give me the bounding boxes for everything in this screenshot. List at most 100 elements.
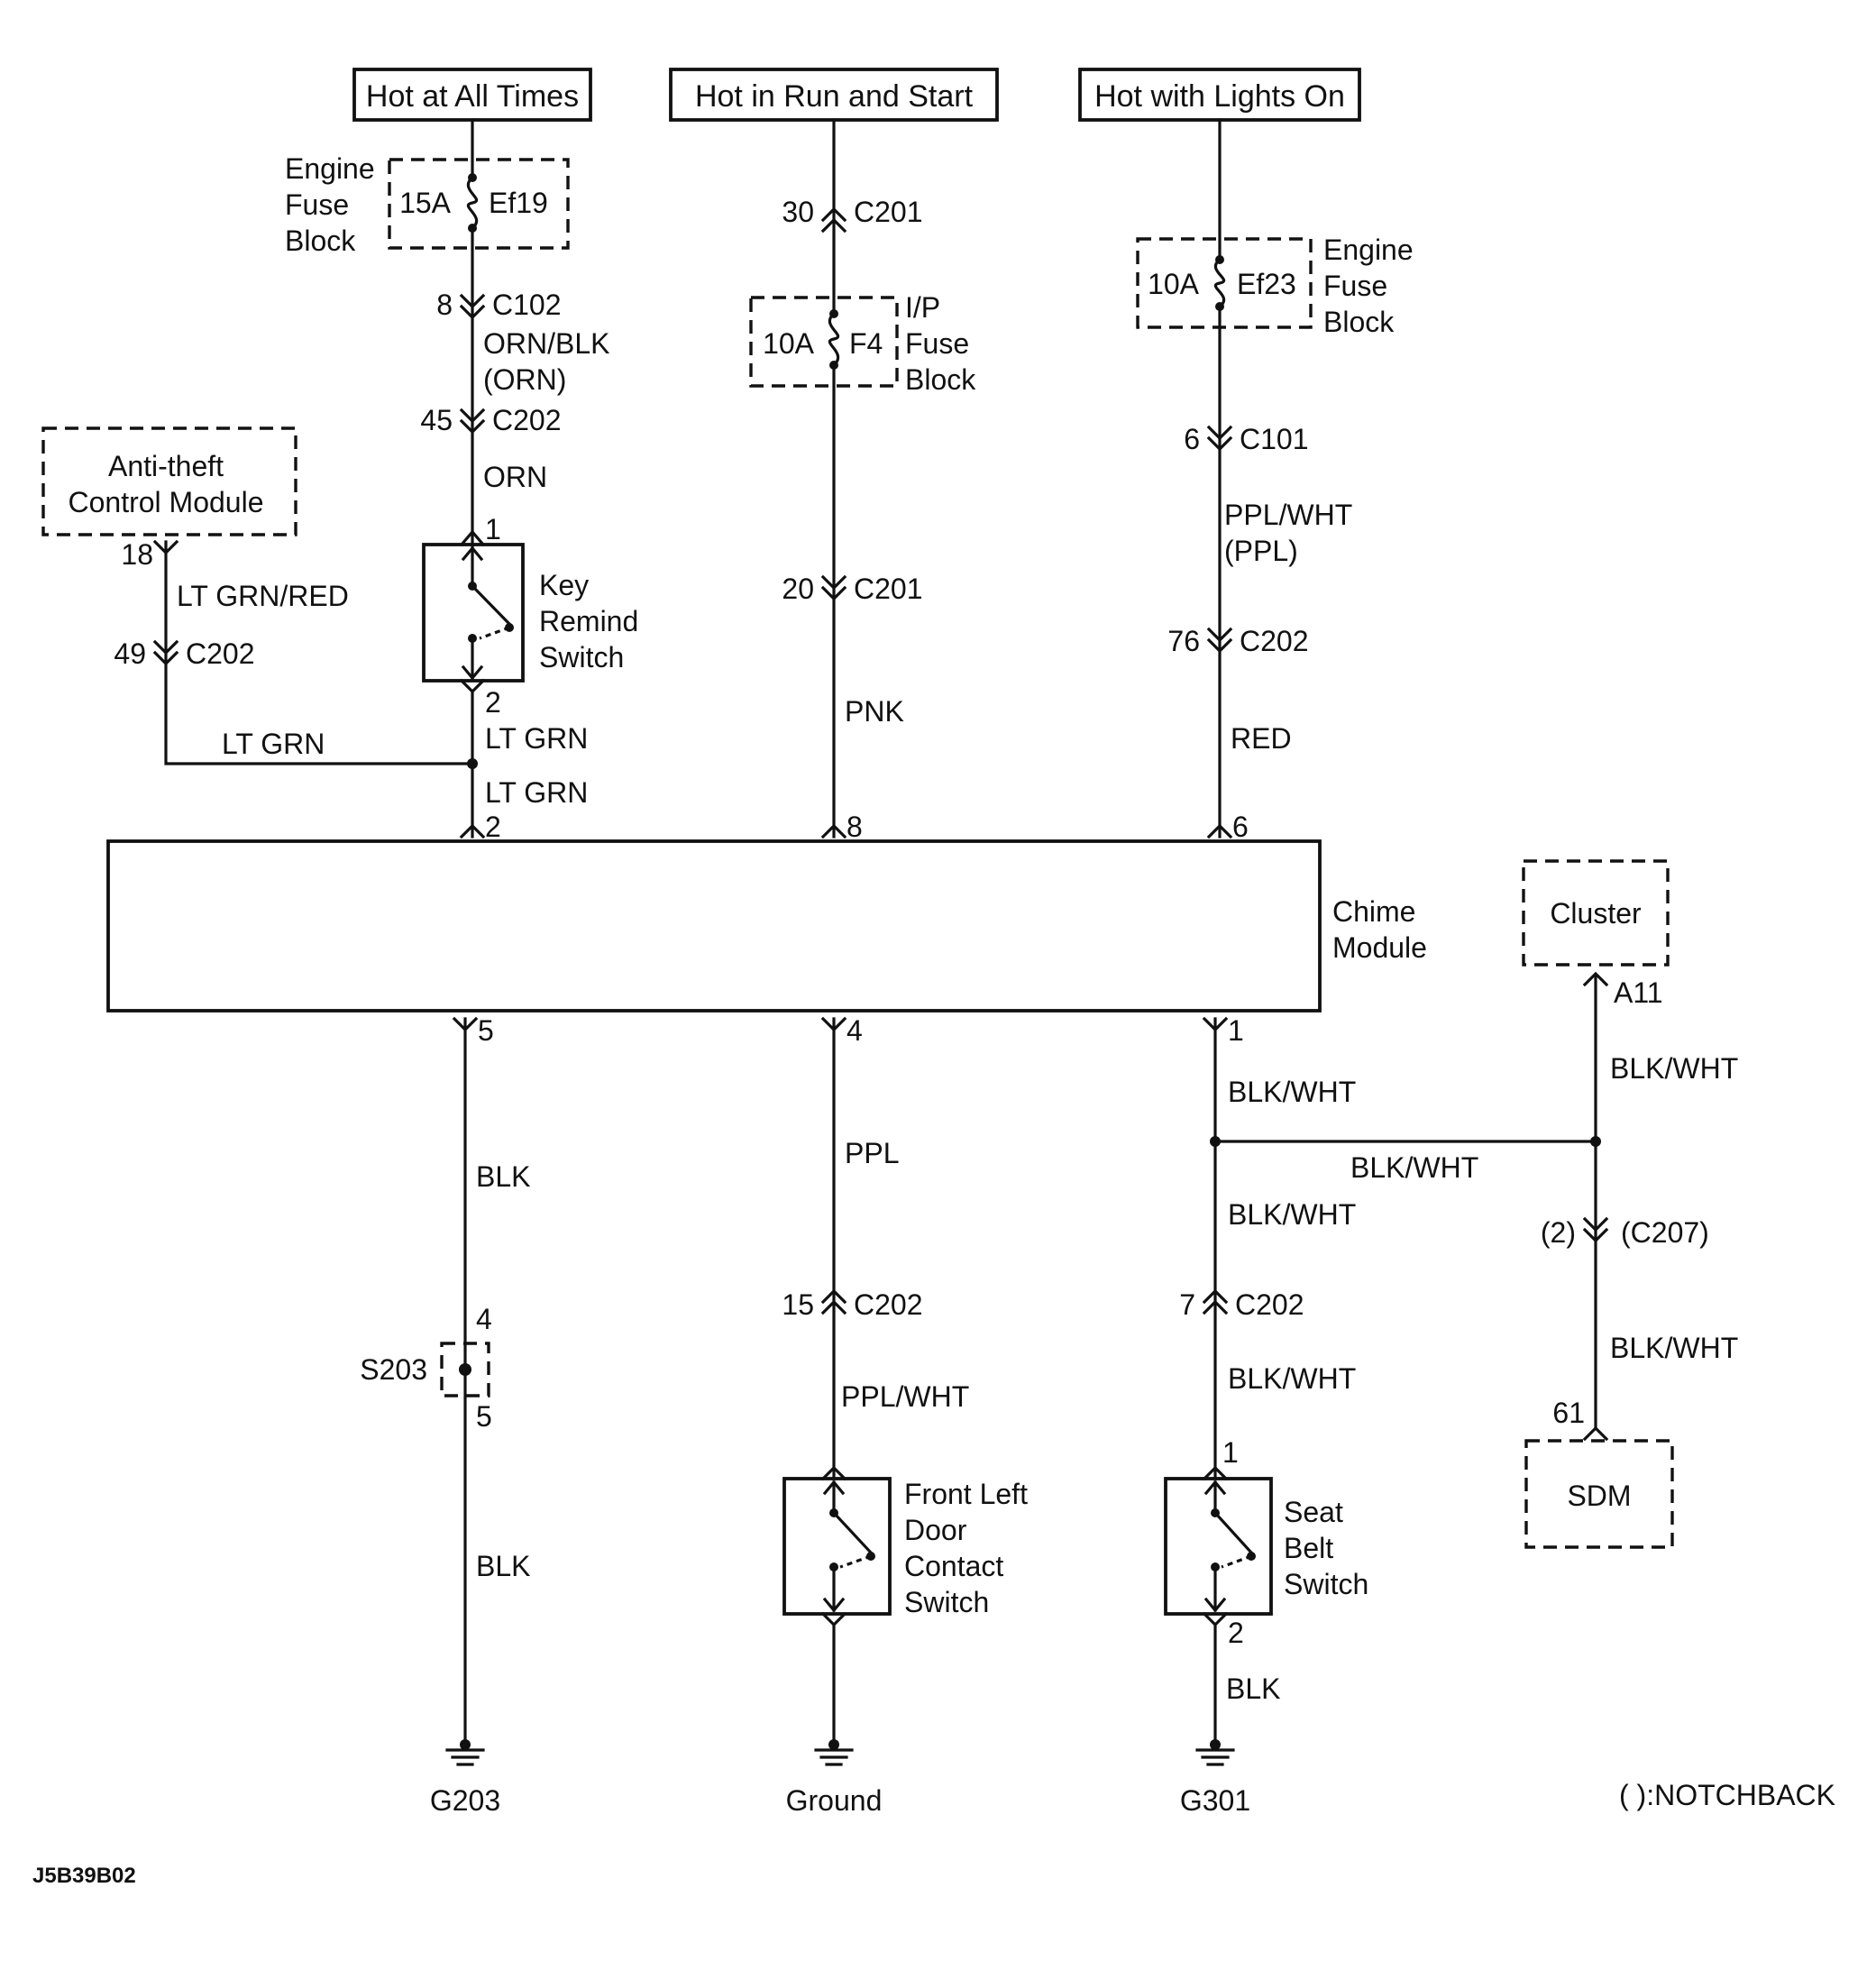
fuse-block-text: Block: [905, 363, 976, 396]
connector-id: C202: [492, 404, 562, 436]
fuse-f4-block-label: I/P Fuse Block: [905, 291, 976, 396]
connector-id: C102: [492, 289, 562, 321]
wire-color-label: PPL: [845, 1137, 899, 1169]
wire-color-label: BLK: [1226, 1672, 1280, 1705]
fuse-ef19: 15A Ef19: [388, 158, 570, 250]
connector-pin: 5: [478, 1014, 494, 1047]
wire-color-label: RED: [1231, 722, 1292, 755]
wire-color-label: LT GRN: [485, 722, 588, 755]
connector-pin: 1: [1228, 1014, 1244, 1047]
switch-label-text: Seat: [1284, 1496, 1343, 1528]
fuse-f4: 10A F4: [749, 296, 899, 388]
fuse-block-text: Fuse: [285, 188, 349, 221]
connector-c202-45: 45 C202: [420, 404, 561, 436]
wire-color-label: (PPL): [1224, 535, 1298, 567]
connector-id: C202: [1235, 1288, 1304, 1321]
ground-g203-icon: [445, 1739, 485, 1766]
connector-pin: 30: [782, 196, 814, 228]
switch-label-text: Key: [539, 569, 589, 601]
connector-pin: 76: [1167, 625, 1200, 657]
chime-module-label: Chime Module: [1332, 895, 1427, 964]
connector-pin: 2: [485, 811, 501, 843]
wire-color-label: BLK: [476, 1160, 530, 1193]
wire-color-label: BLK/WHT: [1228, 1076, 1356, 1108]
connector-pin: 2: [1228, 1617, 1244, 1649]
module-label-text: Cluster: [1550, 897, 1642, 930]
figure-id: J5B39B02: [32, 1864, 136, 1888]
wire-color-label: LT GRN/RED: [177, 580, 349, 612]
wire-color-label: LT GRN: [485, 776, 588, 809]
connector-pin: A11: [1614, 976, 1663, 1009]
switch-label-text: Remind: [539, 605, 638, 637]
seat-belt-switch: [1164, 1465, 1273, 1627]
connector-c202-76: 76 C202: [1167, 625, 1308, 657]
power-hot-at-all-times: Hot at All Times: [352, 68, 592, 122]
cluster-pin-connector: [1582, 971, 1609, 987]
chime-connector-8: [820, 823, 847, 839]
chime-connector-2: [459, 823, 486, 839]
wire-color-label: PNK: [845, 695, 904, 728]
connector-c102: 8 C102: [436, 289, 561, 321]
power-label-hot-in-run-and-start: Hot in Run and Start: [695, 79, 974, 114]
connector-c201-30: 30 C201: [782, 196, 923, 234]
connector-pin: 2: [485, 686, 501, 719]
fuse-f4-id: F4: [849, 327, 883, 360]
fuse-ef19-id: Ef19: [489, 187, 548, 219]
connector-pin: 8: [436, 289, 453, 321]
fuse-ef23-id: Ef23: [1237, 268, 1296, 300]
connector-pin: 8: [846, 811, 863, 843]
wire-color-label: BLK/WHT: [1350, 1151, 1478, 1184]
wire-color-label: PPL/WHT: [1224, 499, 1352, 531]
seat-belt-switch-label: Seat Belt Switch: [1284, 1496, 1368, 1600]
wire-color-label: LT GRN: [222, 728, 325, 760]
fuse-block-text: I/P: [905, 291, 940, 324]
connector-pin: 18: [121, 538, 153, 571]
fuse-ef23-rating: 10A: [1148, 268, 1200, 300]
module-label-text: Module: [1332, 931, 1427, 964]
switch-label-text: Belt: [1284, 1532, 1333, 1564]
antitheft-control-module: Anti-theft Control Module: [41, 426, 297, 536]
wire-color-label: PPL/WHT: [841, 1380, 969, 1413]
ground-door-icon: [814, 1739, 854, 1766]
connector-pin: 49: [114, 637, 146, 670]
module-label-text: SDM: [1567, 1480, 1631, 1512]
connector-pin: 1: [485, 513, 501, 545]
fuse-ef23-block-label: Engine Fuse Block: [1323, 234, 1414, 338]
connector-pin: 7: [1179, 1288, 1195, 1321]
key-remind-switch: [422, 529, 525, 694]
connector-id: C202: [854, 1288, 923, 1321]
connector-id: C202: [186, 637, 255, 670]
fuse-block-text: Engine: [1323, 234, 1414, 266]
power-label-hot-with-lights-on: Hot with Lights On: [1094, 79, 1345, 114]
power-hot-in-run-and-start: Hot in Run and Start: [669, 68, 999, 122]
door-contact-switch: [782, 1465, 892, 1627]
fuse-f4-rating: 10A: [763, 327, 815, 360]
power-label-hot-at-all-times: Hot at All Times: [366, 79, 579, 114]
connector-pin: 1: [1222, 1436, 1239, 1469]
ground-label-door: Ground: [786, 1784, 883, 1817]
connector-pin: 6: [1232, 811, 1249, 843]
door-contact-switch-label: Front Left Door Contact Switch: [904, 1478, 1028, 1618]
connector-id: C101: [1240, 423, 1309, 455]
connector-id: C201: [854, 573, 923, 605]
connector-pin: 6: [1184, 423, 1200, 455]
wire-color-label: BLK/WHT: [1610, 1332, 1738, 1364]
connector-id: C201: [854, 196, 923, 228]
wire-color-label: BLK/WHT: [1228, 1198, 1356, 1231]
wire-color-label: BLK/WHT: [1228, 1362, 1356, 1395]
connector-pin: 61: [1552, 1397, 1585, 1429]
wire-color-label: ORN/BLK: [483, 327, 609, 360]
notchback-note: ( ):NOTCHBACK: [1619, 1779, 1835, 1811]
connector-id: C202: [1240, 625, 1309, 657]
connector-c202-7: 7 C202: [1179, 1288, 1304, 1321]
cluster-module: Cluster: [1522, 859, 1670, 967]
connector-pin: 4: [476, 1303, 492, 1335]
wire-color-label: (ORN): [483, 363, 566, 396]
fuse-block-text: Block: [285, 225, 356, 257]
switch-label-text: Switch: [904, 1586, 989, 1618]
fuse-ef19-rating: 15A: [399, 187, 452, 219]
connector-id: (C207): [1621, 1216, 1709, 1249]
connector-c101: 6 C101: [1184, 423, 1308, 455]
fuse-block-text: Fuse: [1323, 270, 1387, 302]
